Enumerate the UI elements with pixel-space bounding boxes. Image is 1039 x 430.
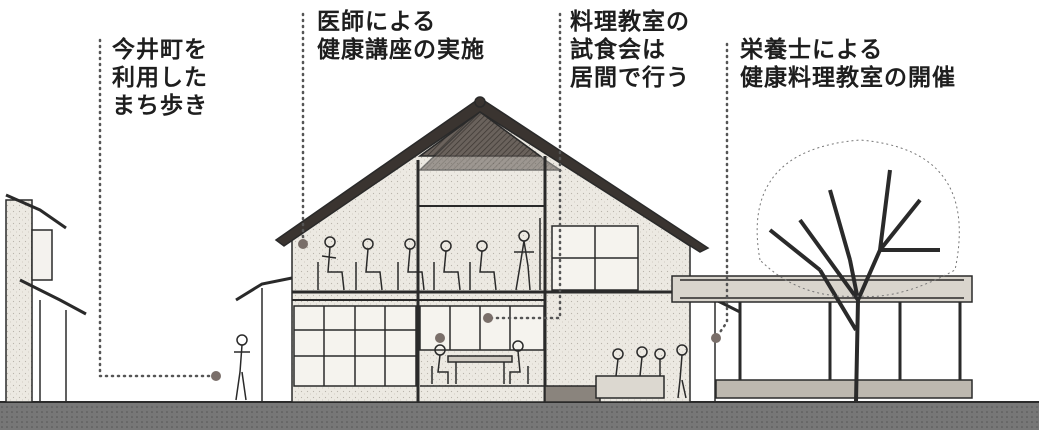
label-line: 居間で行う [570,65,690,91]
marker-dot-cooking-class [711,333,721,343]
label-line: 栄養士による [740,37,884,63]
marker-dot-doctor-lecture [298,239,308,249]
pergola [671,275,973,399]
label-line: 健康講座の実施 [317,37,485,63]
leader-line-machi-aruki [98,38,218,378]
label-tasting: 料理教室の 試食会は 居間で行う [570,8,690,92]
neighbor-house [5,193,87,403]
label-machi-aruki: 今井町を 利用した まち歩き [112,36,208,120]
label-cooking-class: 栄養士による 健康料理教室の開催 [740,36,956,92]
pedestrian [234,334,250,401]
leader-line-tasting [486,12,562,320]
people-upstairs [317,218,541,291]
leader-lines [98,12,729,378]
main-house [235,96,741,403]
people-dining [431,340,529,384]
marker-dot-tasting-room [483,313,493,323]
tree [756,139,960,403]
marker-dot-machi-aruki [211,371,221,381]
label-line: まち歩き [112,93,208,119]
label-line: 利用した [112,65,208,91]
ground [0,401,1039,430]
label-line: 医師による [317,9,437,35]
marker-dot-tasting-dining [435,333,445,343]
label-line: 試食会は [570,37,666,63]
label-line: 料理教室の [570,9,690,35]
label-line: 今井町を [112,37,208,63]
marker-dots [211,239,721,381]
label-doctor-lecture: 医師による 健康講座の実施 [317,8,485,64]
leader-line-cooking-class [714,42,729,340]
label-line: 健康料理教室の開催 [740,65,956,91]
people-tasting [595,344,688,399]
